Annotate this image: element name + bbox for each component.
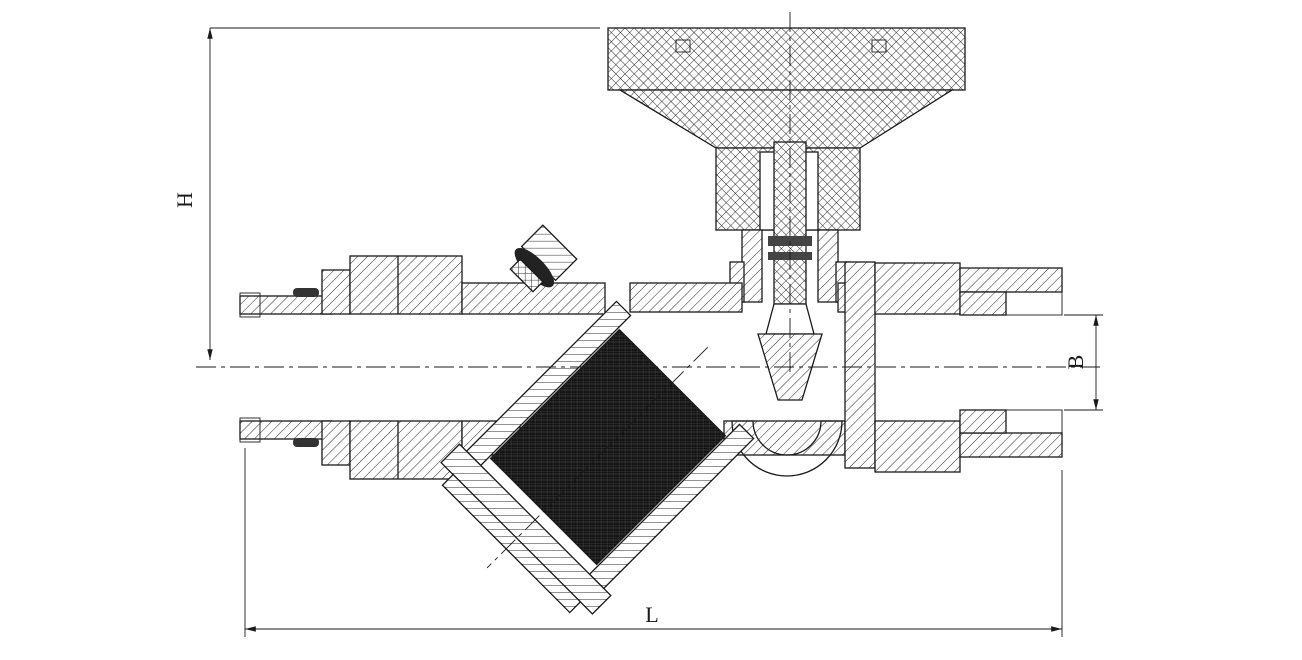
seal-ring-bottom (293, 438, 319, 447)
handwheel-top-plate (607, 27, 966, 91)
outlet-coupling (959, 267, 1063, 458)
coupling-hub-top (959, 291, 1007, 316)
right-nut-top (874, 262, 961, 315)
seal-ring-top (293, 288, 319, 297)
plug-seal (514, 247, 555, 288)
plug-base (509, 258, 544, 293)
coupling-hub-bottom (959, 409, 1007, 434)
centerline-branch (486, 347, 708, 569)
dimension-h: H (172, 27, 600, 360)
dimension-l: L (244, 448, 1063, 637)
bonnet-wall-right (817, 229, 839, 303)
female-thread-top (1005, 291, 1063, 316)
male-thread-bottom (239, 417, 261, 443)
left-nut-top (349, 255, 463, 315)
right-union-nut (874, 262, 961, 473)
y-strainer (440, 300, 755, 615)
seat-ring (731, 420, 843, 477)
female-thread-bottom (1005, 409, 1063, 434)
dimension-l-label: L (645, 602, 658, 627)
dimension-h-label: H (172, 192, 197, 208)
inlet-nipple (239, 288, 333, 447)
coupling-shell-bottom (959, 432, 1063, 458)
dimension-b: B (1063, 314, 1103, 411)
inlet-flange (321, 269, 351, 466)
nipple-wall-top (239, 295, 333, 315)
coupling-shell-top (959, 267, 1063, 293)
flange-bottom (321, 420, 351, 466)
bonnet-wall-left (741, 229, 763, 303)
valve-assembly (239, 27, 1063, 615)
flange-top (321, 269, 351, 315)
right-nut-bottom (874, 420, 961, 473)
male-thread-top (239, 292, 261, 318)
left-union-nut (349, 255, 463, 480)
handwheel-notch-right (871, 39, 887, 53)
dimension-b-label: B (1063, 355, 1088, 370)
body-right-ring (844, 261, 876, 469)
side-plug (509, 224, 578, 293)
centerlines (196, 12, 1102, 372)
handwheel-cone (617, 89, 955, 149)
handwheel-notch-left (675, 39, 691, 53)
left-nut-bottom (349, 420, 463, 480)
nipple-wall-bottom (239, 420, 333, 440)
body-top-wall-mid (629, 282, 743, 313)
